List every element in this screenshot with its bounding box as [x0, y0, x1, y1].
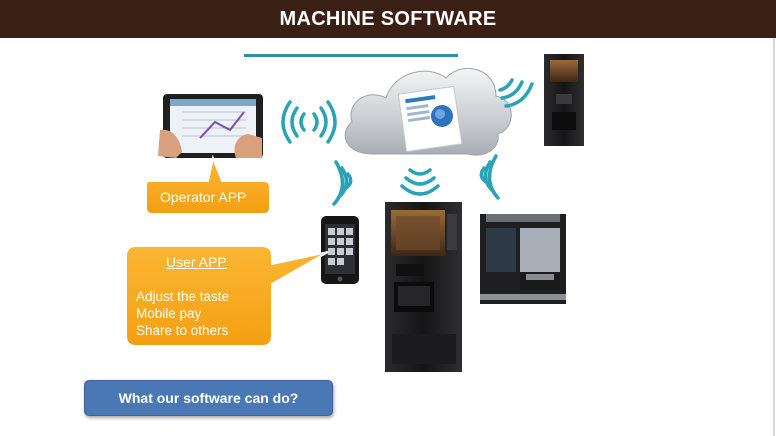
wifi-signal-icon — [312, 100, 337, 144]
vending-machine-main-image — [385, 202, 462, 372]
operator-app-label: Operator APP — [160, 189, 247, 205]
title-underline — [244, 54, 458, 57]
slide-border — [773, 38, 775, 436]
feature-item: Share to others — [136, 323, 229, 338]
wifi-signal-icon — [498, 78, 534, 108]
system-diagram — [125, 54, 584, 372]
tablet-image — [158, 94, 263, 158]
vending-machine-small-image — [544, 54, 584, 146]
wifi-signal-icon — [332, 160, 353, 206]
wifi-signal-icon — [479, 154, 500, 200]
page-title: MACHINE SOFTWARE — [279, 7, 497, 30]
user-app-title: User APP — [166, 254, 227, 270]
header-bar: MACHINE SOFTWARE — [0, 0, 776, 38]
what-software-can-do-button[interactable]: What our software can do? — [84, 380, 333, 416]
cloud-icon — [344, 67, 512, 156]
operator-app-callout — [145, 154, 271, 215]
feature-item: Adjust the taste — [136, 289, 230, 304]
wifi-signal-icon — [400, 168, 440, 196]
coffee-machine-image — [480, 214, 566, 304]
feature-item: Mobile pay — [136, 306, 202, 321]
user-app-callout — [125, 245, 329, 347]
smartphone-image — [321, 216, 359, 284]
wifi-signal-icon — [281, 100, 306, 144]
